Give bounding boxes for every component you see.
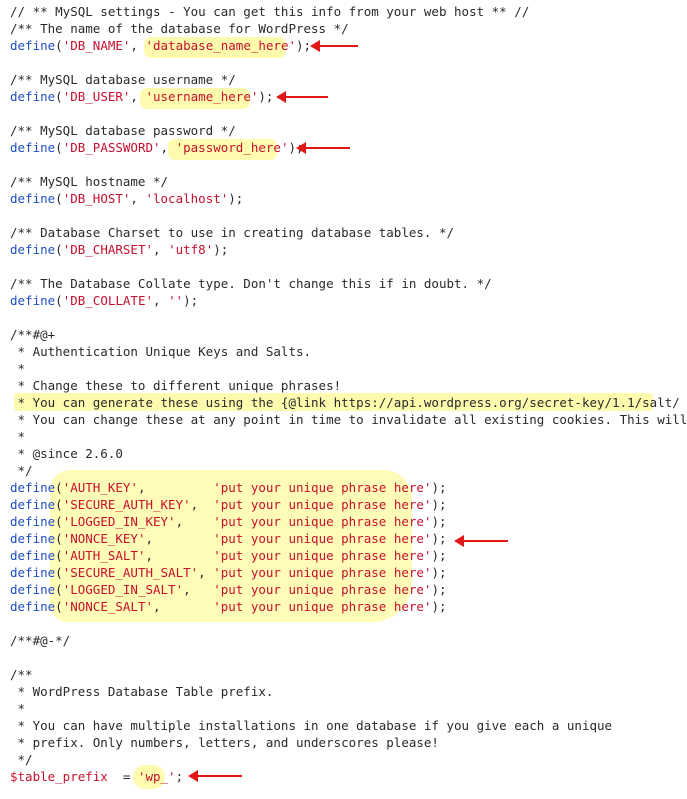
code-line: */ [10, 752, 33, 767]
code-line: // ** MySQL settings - You can get this … [10, 4, 530, 19]
code-line: define('LOGGED_IN_SALT', 'put your uniqu… [10, 582, 447, 597]
code-line: define('DB_PASSWORD', 'password_here'); [10, 140, 304, 155]
code-line: define('DB_COLLATE', ''); [10, 293, 199, 308]
code-line: * [10, 701, 26, 716]
arrow-db-name-icon [310, 40, 358, 52]
code-line: $table_prefix = 'wp_'; [10, 769, 184, 784]
code-line: */ [10, 463, 33, 478]
code-line: * WordPress Database Table prefix. [10, 684, 274, 699]
code-line: define('LOGGED_IN_KEY', 'put your unique… [10, 514, 447, 529]
code-line: /** MySQL hostname */ [10, 174, 169, 189]
code-line: * Authentication Unique Keys and Salts. [10, 344, 312, 359]
code-line: /**#@+ [10, 327, 56, 342]
highlight-salt-link-line [14, 393, 653, 411]
code-line: define('NONCE_SALT', 'put your unique ph… [10, 599, 447, 614]
code-line: /** The name of the database for WordPre… [10, 21, 349, 36]
code-line: /**#@-*/ [10, 633, 71, 648]
highlight-db-user [140, 88, 250, 109]
highlight-keys-block [50, 470, 412, 622]
code-line: define('DB_CHARSET', 'utf8'); [10, 242, 229, 257]
code-line: define('DB_USER', 'username_here'); [10, 89, 274, 104]
code-line: define('AUTH_KEY', 'put your unique phra… [10, 480, 447, 495]
arrow-db-password-icon [296, 142, 350, 154]
code-line: * prefix. Only numbers, letters, and und… [10, 735, 439, 750]
code-line: * [10, 361, 26, 376]
code-line: /** Database Charset to use in creating … [10, 225, 455, 240]
code-line: * @since 2.6.0 [10, 446, 123, 461]
code-line: define('SECURE_AUTH_SALT', 'put your uni… [10, 565, 447, 580]
code-line: define('AUTH_SALT', 'put your unique phr… [10, 548, 447, 563]
arrow-table-prefix-icon [188, 770, 242, 782]
arrow-keys-icon [454, 535, 508, 547]
highlight-db-password [168, 139, 277, 160]
code-line: * You can change these at any point in t… [10, 412, 687, 427]
code-line: * You can generate these using the {@lin… [10, 395, 680, 410]
highlight-db-name [144, 37, 286, 58]
code-line: /** MySQL database username */ [10, 72, 236, 87]
code-line: define('DB_HOST', 'localhost'); [10, 191, 244, 206]
code-line: /** [10, 667, 33, 682]
arrow-db-user-icon [276, 91, 328, 103]
code-line: define('DB_NAME', 'database_name_here'); [10, 38, 312, 53]
code-line: * You can have multiple installations in… [10, 718, 613, 733]
code-line: define('NONCE_KEY', 'put your unique phr… [10, 531, 447, 546]
highlight-table-prefix [133, 765, 165, 789]
code-line: * Change these to different unique phras… [10, 378, 342, 393]
code-line: define('SECURE_AUTH_KEY', 'put your uniq… [10, 497, 447, 512]
code-line: * [10, 429, 26, 444]
code-line: /** MySQL database password */ [10, 123, 236, 138]
code-line: /** The Database Collate type. Don't cha… [10, 276, 492, 291]
